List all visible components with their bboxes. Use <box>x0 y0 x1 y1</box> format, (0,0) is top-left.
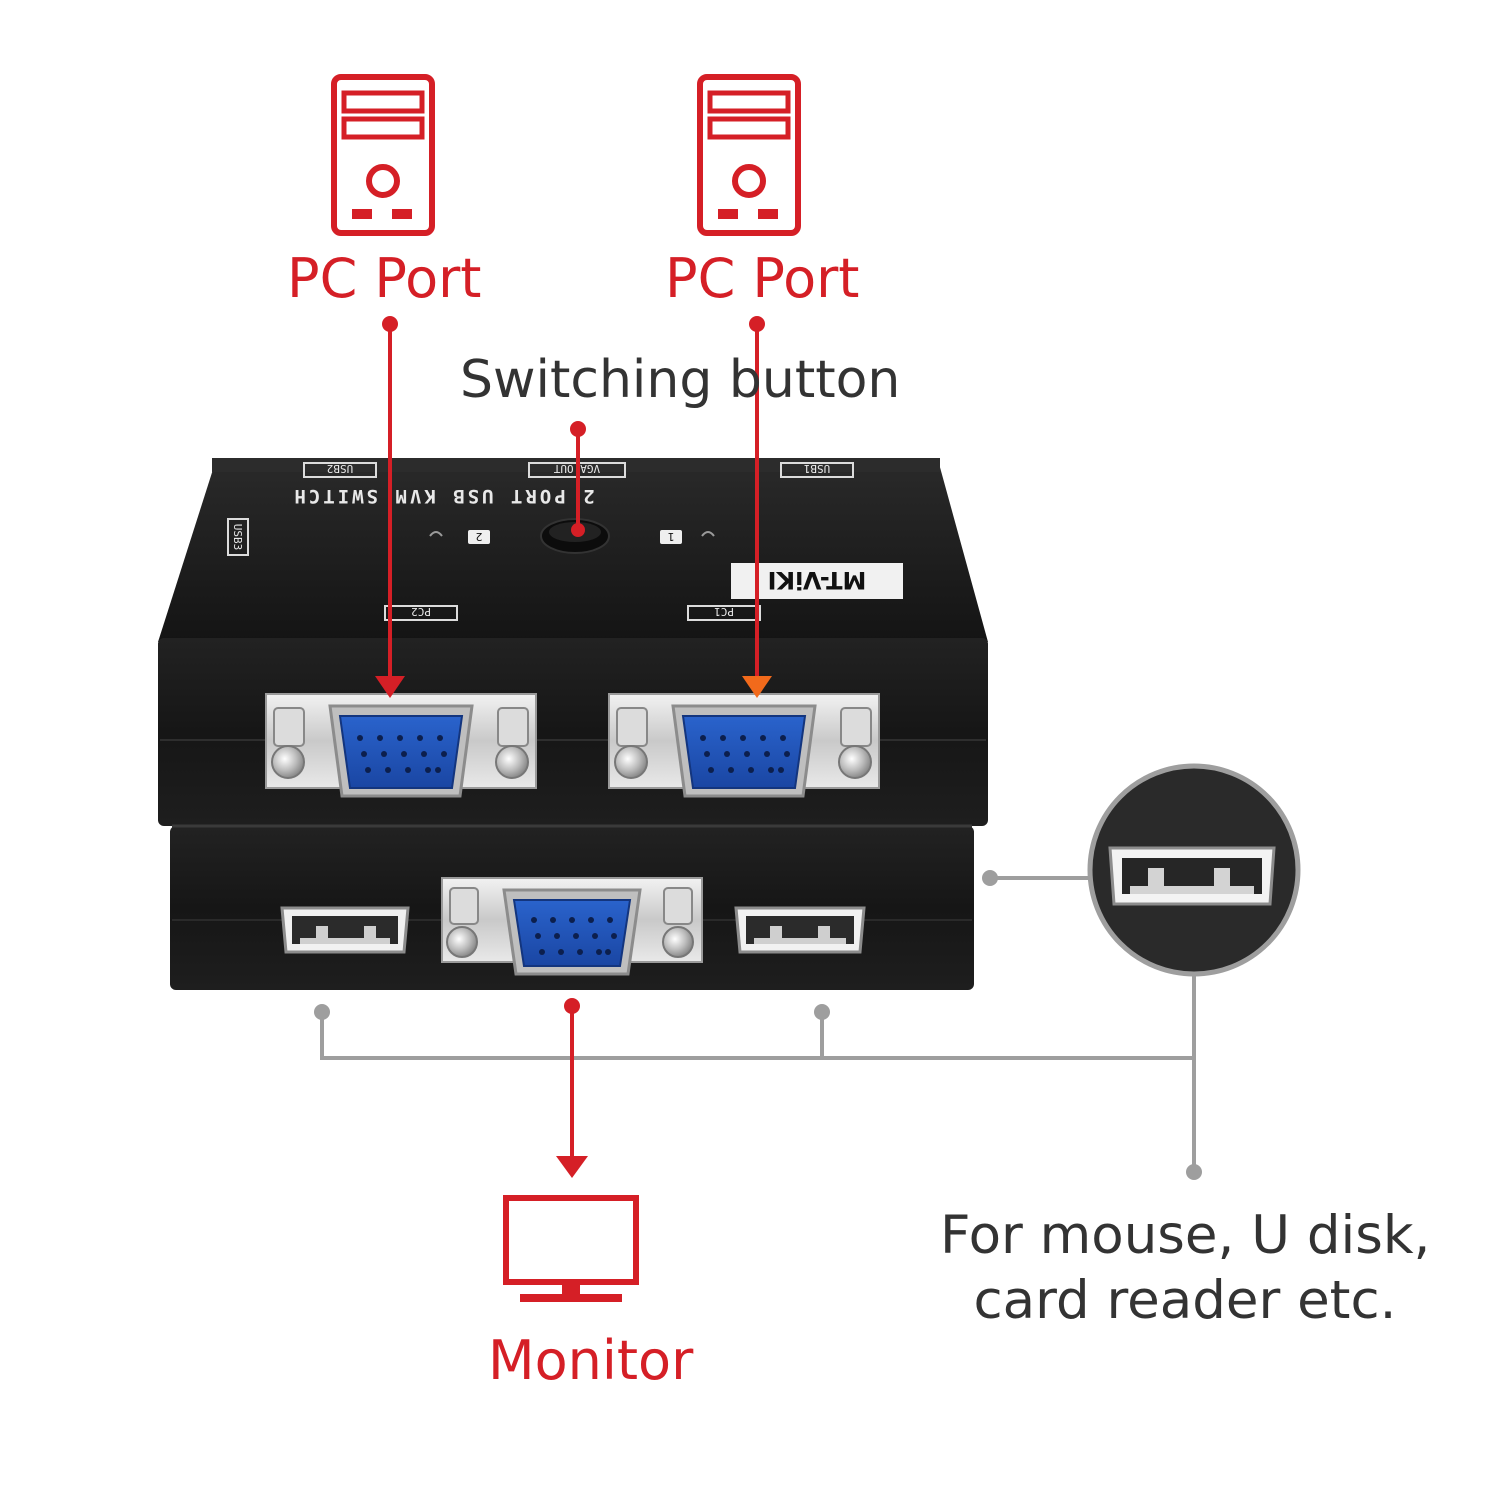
leader-dots <box>314 870 1202 1180</box>
label-usb1: USB1 <box>804 462 831 475</box>
monitor-icon <box>503 1195 639 1302</box>
pc-port-label-left: PC Port <box>287 247 482 310</box>
model-text: 2 PORT USB KVM SWITCH <box>291 485 594 507</box>
indicator-2: 2 <box>429 530 490 544</box>
svg-text:2: 2 <box>476 530 483 543</box>
indicator-1: 1 <box>660 530 715 544</box>
label-pc2: PC2 <box>411 605 431 618</box>
arrow-pc1 <box>742 316 772 698</box>
usb-port-zoom <box>1087 763 1301 977</box>
vga-port-pc1[interactable] <box>608 693 880 798</box>
label-pc1: PC1 <box>714 605 734 618</box>
monitor-label: Monitor <box>488 1329 694 1392</box>
device-silkscreen: USB2 VGA OUT USB1 2 PORT USB KVM SWITCH … <box>227 462 903 621</box>
brand-logo: MT-ViKI <box>768 566 867 594</box>
vga-port-monitor[interactable] <box>441 877 703 976</box>
arrow-pc2 <box>375 316 405 698</box>
usb-note-line1: For mouse, U disk, <box>940 1205 1431 1266</box>
vga-port-pc2[interactable] <box>265 693 537 798</box>
pc-port-label-right: PC Port <box>665 247 860 310</box>
label-usb3: USB3 <box>231 524 244 551</box>
svg-text:1: 1 <box>668 530 675 543</box>
kvm-switch-device: USB2 VGA OUT USB1 2 PORT USB KVM SWITCH … <box>158 458 988 990</box>
usb-port-right[interactable] <box>734 906 866 954</box>
pc-tower-icon <box>697 74 801 236</box>
usb-note-line2: card reader etc. <box>973 1269 1397 1331</box>
arrow-switch-button <box>570 421 586 537</box>
pc-tower-icon <box>331 74 435 236</box>
usb-devices-note: For mouse, U disk, card reader etc. <box>940 1204 1430 1333</box>
usb-leader-lines <box>320 876 1196 1172</box>
switching-button-label: Switching button <box>460 350 901 410</box>
label-usb2: USB2 <box>327 462 354 475</box>
arrow-monitor <box>556 998 588 1178</box>
usb-port-left[interactable] <box>280 906 410 954</box>
